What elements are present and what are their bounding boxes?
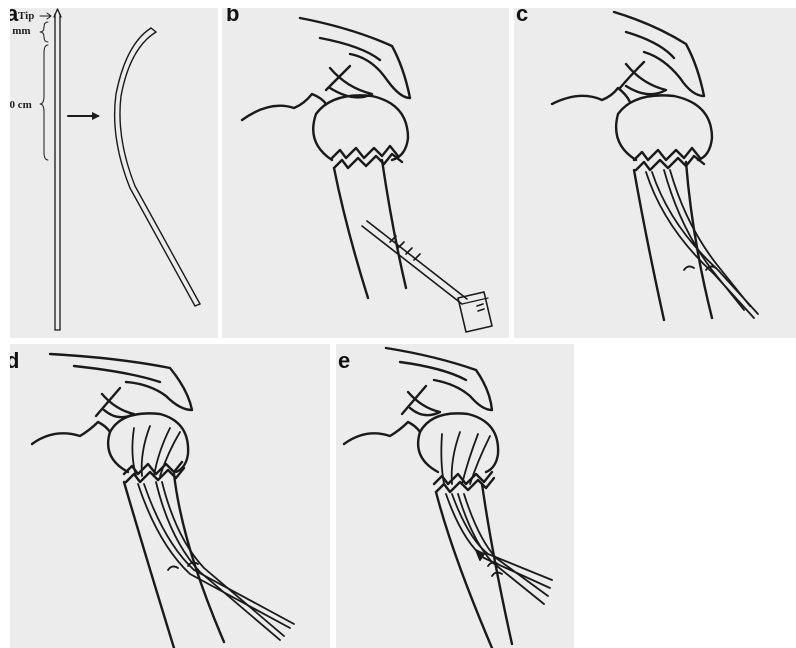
glenoid [242,94,326,120]
coracoid [330,68,372,97]
humeral-head-c [616,95,712,160]
bend-brace [40,22,48,42]
fracture-line [332,146,398,158]
panel-c: c [514,8,796,338]
panel-b: b [222,8,509,338]
tip-arrow [40,13,51,19]
shoulder-diagram-b [222,8,509,338]
acromion [300,18,410,98]
nails-d [132,426,294,640]
bent-nail [115,28,200,306]
length-brace [40,45,48,160]
pointer-arrow [68,112,100,120]
panel-e: e [336,344,574,648]
straight-nail [54,9,61,330]
humerus-shaft [334,160,406,298]
panel-a: a Tip 5 mm 10 cm [10,8,218,338]
awl-instrument [362,221,492,332]
nail-diagram [10,8,218,338]
nails-c [646,170,758,318]
shoulder-diagram-c [514,8,796,338]
panel-d: d [10,344,330,648]
shoulder-diagram-e [336,344,574,648]
shoulder-diagram-d [10,344,330,648]
